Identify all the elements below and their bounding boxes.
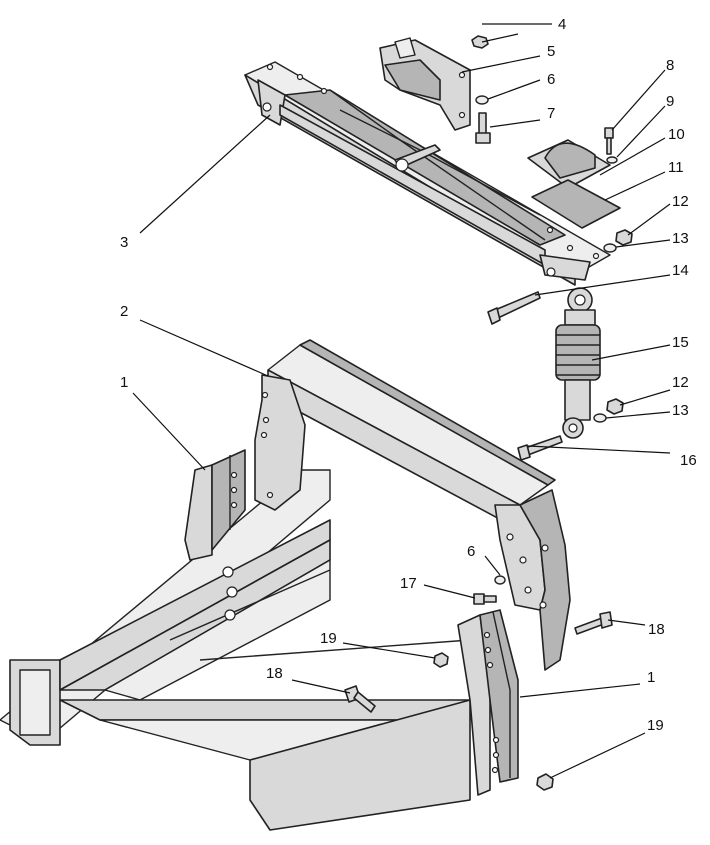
- callout-18-left: 18: [266, 665, 283, 682]
- callout-14: 14: [672, 262, 689, 279]
- leader-16: [527, 445, 671, 454]
- callout-6-lower: 6: [467, 543, 475, 560]
- bolt-part-7: [475, 112, 491, 144]
- washer-part-6-lower: [494, 575, 506, 585]
- callout-5: 5: [547, 43, 555, 60]
- bolt-part-16: [517, 435, 563, 461]
- shock-absorber-part-15: [555, 287, 601, 439]
- leader-15: [591, 344, 671, 361]
- leader-7: [489, 119, 541, 128]
- leader-3: [139, 114, 271, 234]
- nut-part-12-top: [615, 229, 633, 246]
- callout-1-left: 1: [120, 374, 128, 391]
- nut-part-19-lower: [536, 773, 554, 791]
- vehicle-frame: [0, 469, 471, 831]
- leader-14: [534, 274, 671, 296]
- callout-labels: 4 5 6 7 8 9 10 11 12 13 3 14 2 15 12 13 …: [120, 16, 697, 734]
- leader-5: [461, 55, 541, 73]
- callout-11: 11: [668, 159, 684, 176]
- callout-1-right: 1: [647, 669, 655, 686]
- bracket-right-part-1: [457, 609, 519, 796]
- washer-part-6-top: [475, 95, 489, 105]
- callout-3: 3: [120, 234, 128, 251]
- callout-7: 7: [547, 105, 555, 122]
- leader-18-left: [291, 679, 351, 694]
- nut-part-4: [471, 35, 489, 49]
- callout-12-lower: 12: [672, 374, 689, 391]
- leader-lines: [132, 23, 671, 779]
- bolt-part-18-left: [344, 685, 376, 713]
- leader-1-right: [519, 683, 641, 698]
- callout-9: 9: [666, 93, 674, 110]
- callout-13-top: 13: [672, 230, 689, 247]
- bolt-part-8: [604, 127, 614, 155]
- callout-19-lower: 19: [647, 717, 664, 734]
- bolt-part-14: [487, 291, 541, 325]
- leader-8: [611, 69, 666, 131]
- leader-11: [604, 171, 666, 201]
- nut-part-19-upper: [433, 652, 449, 668]
- leader-19-lower: [549, 732, 646, 779]
- pad-plate-part-11: [531, 179, 621, 229]
- cross-beam-part-2: [254, 339, 571, 671]
- leader-12-lower: [619, 389, 671, 406]
- latch-bracket-part-5: [379, 37, 471, 131]
- callout-18-right: 18: [648, 621, 665, 638]
- callout-16: 16: [680, 452, 697, 469]
- callout-4: 4: [558, 16, 566, 33]
- callout-12-top: 12: [672, 193, 689, 210]
- callout-13-lower: 13: [672, 402, 689, 419]
- callout-15: 15: [672, 334, 689, 351]
- leader-9: [616, 105, 666, 158]
- bolt-part-18-right: [574, 611, 613, 635]
- bracket-left-part-1: [184, 449, 246, 561]
- nut-part-12-lower: [606, 398, 624, 415]
- leader-6-top: [487, 79, 541, 100]
- callout-19-upper: 19: [320, 630, 337, 647]
- leader-2: [139, 319, 269, 377]
- cab-frame-part-3: [244, 61, 611, 286]
- callout-6-top: 6: [547, 71, 555, 88]
- leader-1-left: [132, 392, 206, 471]
- leader-13-top: [615, 239, 671, 248]
- leader-10: [599, 137, 666, 176]
- bolt-part-17: [473, 593, 497, 605]
- washer-part-13-top: [603, 243, 617, 253]
- leader-4-tick: [481, 33, 519, 43]
- leader-18-right: [607, 619, 646, 626]
- leader-13-lower: [605, 411, 671, 419]
- leader-19-upper: [342, 642, 436, 659]
- rubber-buffer-part-10: [527, 139, 611, 189]
- callout-10: 10: [668, 126, 685, 143]
- callout-2: 2: [120, 303, 128, 320]
- washer-part-13-lower: [593, 413, 607, 423]
- washer-part-9: [606, 156, 618, 164]
- callout-8: 8: [666, 57, 674, 74]
- callout-17: 17: [400, 575, 417, 592]
- leader-6-lower: [484, 555, 501, 576]
- leader-12-top: [627, 203, 671, 236]
- leader-17: [423, 584, 476, 599]
